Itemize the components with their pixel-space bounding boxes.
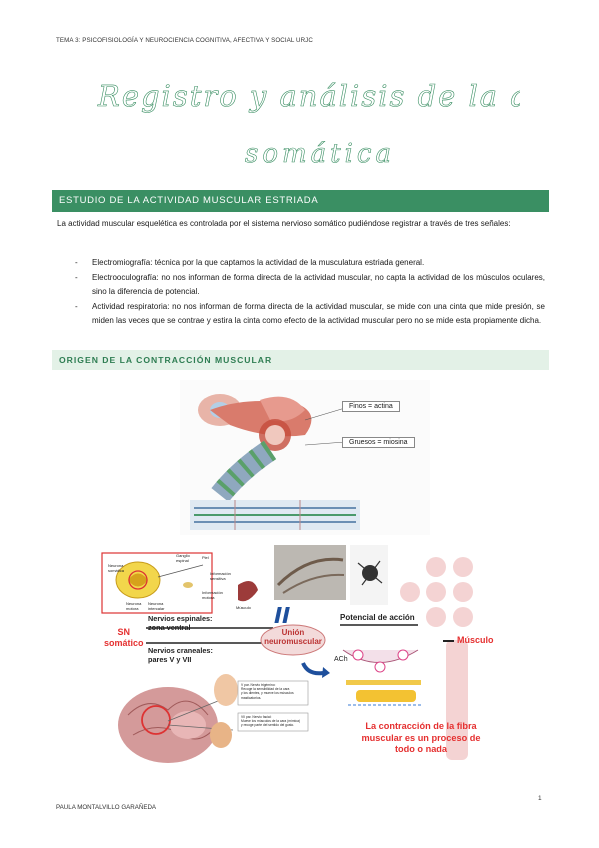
muscle-anatomy-figure: Finos = actina Gruesos = miosina: [180, 380, 430, 535]
v-par-note: V par. Nervio trigémino: Recoge la sensi…: [241, 683, 294, 700]
list-item: Electrooculografía: no nos informan de f…: [75, 271, 545, 299]
title-line-2: somática: [245, 139, 395, 169]
info-motora-label: Información motora: [202, 590, 223, 600]
all-or-none-statement: La contracción de la fibra muscular es u…: [361, 721, 481, 754]
union-neuromuscular-label: Unión neuromuscular: [264, 628, 322, 646]
handwritten-title: Registro y análisis de la actividad somá…: [97, 79, 520, 170]
section-heading: ESTUDIO DE LA ACTIVIDAD MUSCULAR ESTRIAD…: [52, 190, 549, 212]
page-header: TEMA 3: PSICOFISIOLOGÍA Y NEUROCIENCIA C…: [56, 37, 313, 44]
list-item: Electromiografía: técnica por la que cap…: [75, 256, 545, 270]
ach-label: ACh: [334, 656, 348, 663]
neuromuscular-illustration: [101, 545, 473, 763]
title-line-1: Registro y análisis de la actividad: [97, 79, 520, 113]
sn-somatico-label: SN somático: [104, 627, 144, 648]
neurona-somatica-label: Neurona somática: [108, 563, 125, 573]
dotted-logo: [400, 557, 473, 760]
info-sensitiva-label: Información sensitiva: [210, 571, 231, 581]
neurona-motora-label: Neurona motora: [126, 601, 142, 611]
intro-paragraph: La actividad muscular esquelética es con…: [57, 219, 511, 228]
vii-par-note: VII par. Nervio facial: Mueve los múscul…: [241, 715, 300, 728]
nervios-craneales-label: Nervios craneales: pares V y VII: [148, 646, 213, 664]
footer-author: PAULA MONTALVILLO GARAÑEDA: [56, 804, 157, 811]
subsection-heading: ORIGEN DE LA CONTRACCIÓN MUSCULAR: [52, 350, 549, 370]
potencial-accion-label: Potencial de acción: [340, 613, 415, 622]
fine-filament-label: Finos = actina: [342, 401, 400, 412]
list-item: Actividad respiratoria: no nos informan …: [75, 300, 545, 328]
signal-list: Electromiografía: técnica por la que cap…: [75, 256, 545, 329]
neuromuscular-figure: Neurona somática Ganglio espinal Piel In…: [98, 545, 538, 775]
thick-filament-label: Gruesos = miosina: [342, 437, 415, 448]
musculo-small-label: Músculo: [236, 605, 251, 610]
page-number: 1: [538, 795, 542, 802]
nervios-espinales-label: Nervios espinales: zona ventral: [148, 614, 213, 632]
piel-label: Piel: [202, 555, 209, 560]
musculo-label: Músculo: [457, 635, 494, 645]
neurona-intercalar-label: Neurona intercalar: [148, 601, 165, 611]
ganglio-label: Ganglio espinal: [176, 553, 190, 563]
